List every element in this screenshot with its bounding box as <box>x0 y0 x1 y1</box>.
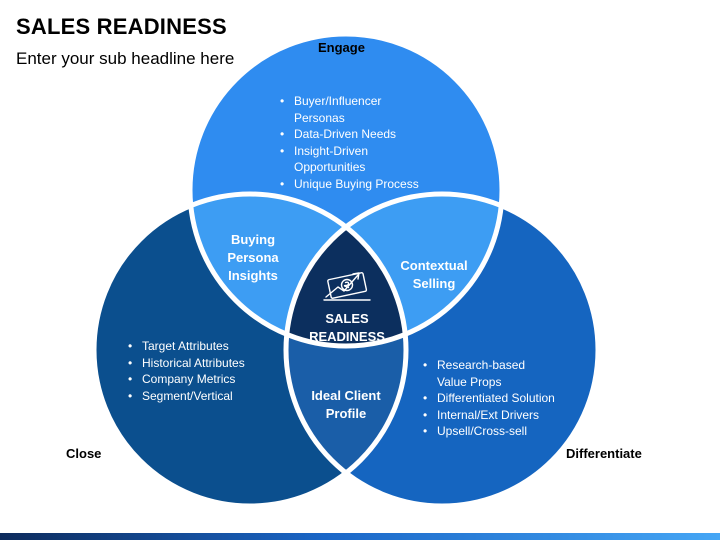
list-item: Unique Buying Process <box>280 176 430 193</box>
engage-label: Engage <box>318 40 365 55</box>
close-items: Target Attributes Historical Attributes … <box>128 338 258 404</box>
center-region <box>286 194 406 346</box>
list-item: Internal/Ext Drivers <box>423 407 558 424</box>
list-item: Insight-Driven Opportunities <box>280 143 430 176</box>
ideal-client-profile-label: Ideal Client Profile <box>311 388 381 421</box>
bottom-accent-bar <box>0 533 720 540</box>
money-growth-icon <box>323 272 371 301</box>
list-item: Buyer/Influencer Personas <box>280 93 430 126</box>
differentiate-items: Research-based Value Props Differentiate… <box>423 357 558 440</box>
page-subtitle: Enter your sub headline here <box>16 49 235 68</box>
list-item: Target Attributes <box>128 338 258 355</box>
sales-readiness-center-label: SALES READINESS <box>309 311 385 344</box>
differentiate-label: Differentiate <box>566 446 642 461</box>
list-item: Company Metrics <box>128 371 258 388</box>
buying-persona-insights-label: Buying Persona Insights <box>227 232 279 283</box>
page-title: SALES READINESS <box>16 14 227 39</box>
list-item: Historical Attributes <box>128 355 258 372</box>
list-item: Differentiated Solution <box>423 390 558 407</box>
list-item: Research-based Value Props <box>423 357 558 390</box>
list-item: Upsell/Cross-sell <box>423 423 558 440</box>
list-item: Segment/Vertical <box>128 388 258 405</box>
close-label: Close <box>66 446 102 461</box>
contextual-selling-label: Contextual Selling <box>400 258 468 291</box>
list-item: Data-Driven Needs <box>280 126 430 143</box>
engage-items: Buyer/Influencer Personas Data-Driven Ne… <box>280 93 430 192</box>
